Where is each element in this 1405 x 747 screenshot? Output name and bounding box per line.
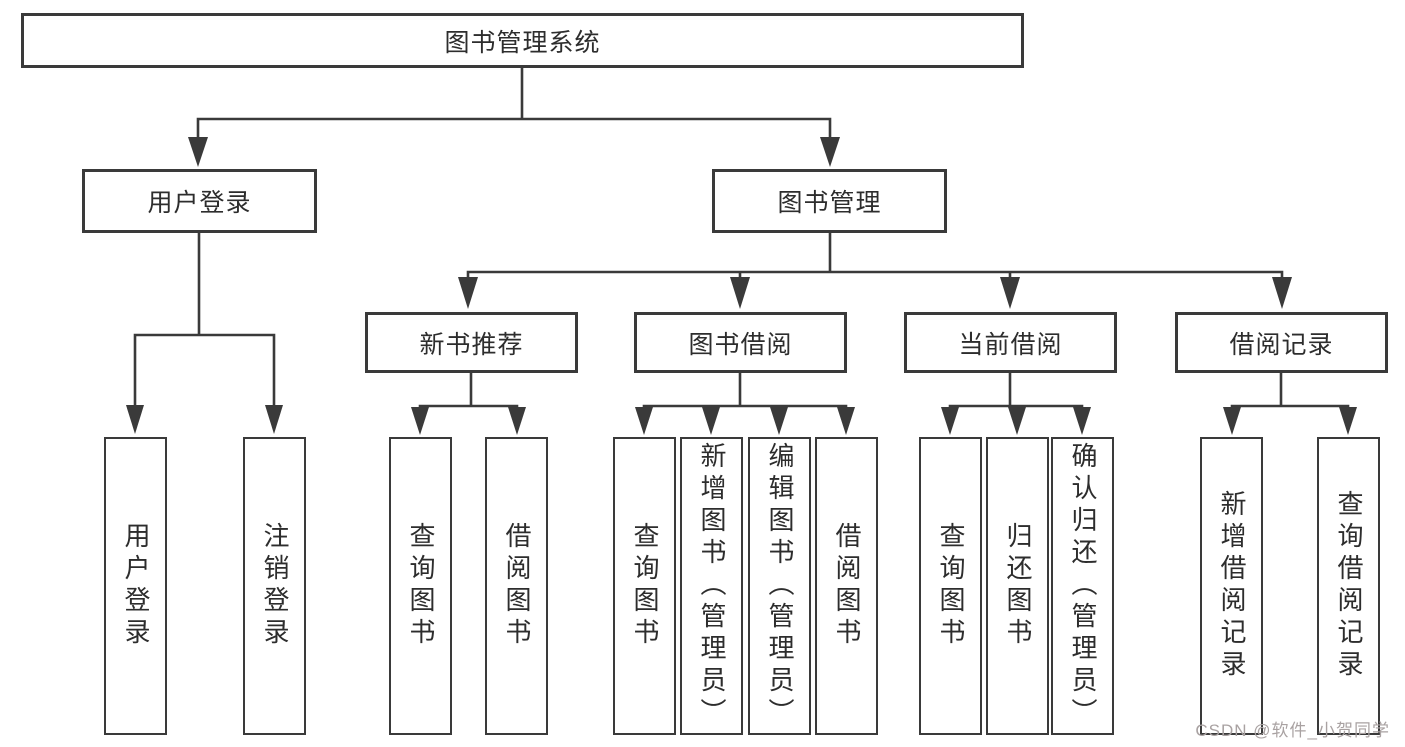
leaf-user-login-label: 用户登录 <box>121 522 151 650</box>
connector-records-children <box>1223 373 1357 435</box>
node-user-login-label: 用户登录 <box>147 189 252 217</box>
node-records-label: 借阅记录 <box>1229 330 1334 359</box>
node-new-books: 新书推荐 <box>365 312 578 373</box>
node-user-login: 用户登录 <box>82 169 317 233</box>
leaf-records-add-record-label: 新增借阅记录 <box>1217 490 1247 682</box>
leaf-current-query-books: 查询图书 <box>919 437 982 735</box>
leaf-borrow-edit-books-admin: 编辑图书（管理员） <box>748 437 811 735</box>
leaf-records-query-record-label: 查询借阅记录 <box>1334 490 1364 682</box>
leaf-current-confirm-return-admin-label: 确认归还（管理员） <box>1068 442 1098 730</box>
leaf-records-add-record: 新增借阅记录 <box>1200 437 1263 735</box>
leaf-logout: 注销登录 <box>243 437 306 735</box>
leaf-current-confirm-return-admin: 确认归还（管理员） <box>1051 437 1114 735</box>
leaf-borrow-borrow-books-label: 借阅图书 <box>832 522 862 650</box>
leaf-borrow-add-books-admin: 新增图书（管理员） <box>680 437 743 735</box>
leaf-recommend-borrow-books: 借阅图书 <box>485 437 548 735</box>
csdn-watermark: CSDN @软件_小贺同学 <box>1195 721 1390 740</box>
node-current: 当前借阅 <box>904 312 1117 373</box>
leaf-borrow-edit-books-admin-label: 编辑图书（管理员） <box>765 442 795 730</box>
node-borrowing: 图书借阅 <box>634 312 847 373</box>
leaf-borrow-add-books-admin-label: 新增图书（管理员） <box>697 442 727 730</box>
leaf-recommend-borrow-books-label: 借阅图书 <box>502 522 532 650</box>
node-root-label: 图书管理系统 <box>444 28 601 57</box>
node-book-mgmt: 图书管理 <box>712 169 947 233</box>
node-root: 图书管理系统 <box>21 13 1024 68</box>
connector-root-to-level2 <box>188 68 840 167</box>
connector-book-mgmt-to-level3 <box>458 233 1292 309</box>
node-current-label: 当前借阅 <box>958 330 1063 359</box>
connector-new-books-children <box>411 373 526 435</box>
leaf-current-query-books-label: 查询图书 <box>936 522 966 650</box>
leaf-recommend-query-books: 查询图书 <box>389 437 452 735</box>
connector-borrowing-children <box>635 373 855 435</box>
node-book-mgmt-label: 图书管理 <box>777 189 882 217</box>
leaf-recommend-query-books-label: 查询图书 <box>406 522 436 650</box>
leaf-records-query-record: 查询借阅记录 <box>1317 437 1380 735</box>
leaf-current-return-books-label: 归还图书 <box>1003 522 1033 650</box>
node-records: 借阅记录 <box>1175 312 1388 373</box>
leaf-borrow-query-books: 查询图书 <box>613 437 676 735</box>
connector-user-login-children <box>126 233 283 434</box>
leaf-user-login: 用户登录 <box>104 437 167 735</box>
leaf-borrow-query-books-label: 查询图书 <box>630 522 660 650</box>
connector-current-children <box>941 373 1091 435</box>
leaf-current-return-books: 归还图书 <box>986 437 1049 735</box>
node-borrowing-label: 图书借阅 <box>688 330 793 359</box>
leaf-logout-label: 注销登录 <box>260 522 290 650</box>
node-new-books-label: 新书推荐 <box>419 330 524 359</box>
leaf-borrow-borrow-books: 借阅图书 <box>815 437 878 735</box>
